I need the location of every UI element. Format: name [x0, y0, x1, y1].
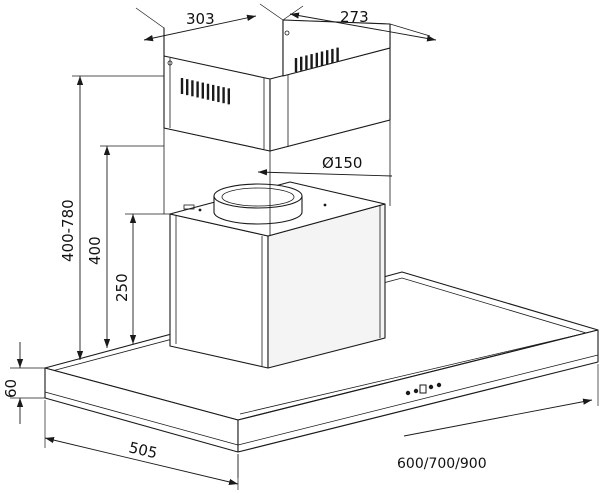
vent-grille-back [294, 47, 339, 72]
control-button-3 [428, 384, 434, 390]
dim-canopy-thickness: 60 [2, 342, 45, 424]
dim-duct-diameter: Ø150 [257, 154, 393, 177]
total-height-label: 400-780 [59, 199, 77, 262]
lower-height-label: 400 [86, 236, 104, 265]
motor-height-label: 250 [113, 273, 131, 302]
duct-diameter-label: Ø150 [322, 154, 362, 172]
control-button-2 [413, 388, 419, 394]
chimney-depth-label: 273 [340, 8, 369, 26]
canopy-depth-label: 505 [127, 438, 159, 462]
dim-motor-height: 250 [113, 213, 170, 344]
chimney-width-label: 303 [186, 10, 215, 28]
duct-collar [213, 183, 303, 225]
dim-lower-height: 400 [86, 145, 164, 348]
control-button-1 [405, 390, 411, 396]
vent-grille-front [180, 78, 231, 105]
control-button-4 [436, 382, 442, 388]
dim-total-height: 400-780 [59, 75, 164, 360]
dim-chimney-width: 303 [135, 3, 284, 42]
canopy-thickness-label: 60 [2, 379, 20, 398]
motor-housing [169, 181, 386, 369]
control-display [419, 384, 427, 394]
control-panel [405, 382, 442, 396]
canopy-width-label: 600/700/900 [397, 456, 487, 472]
dim-chimney-depth: 273 [282, 5, 437, 42]
dim-canopy-width: 600/700/900 [237, 364, 599, 478]
